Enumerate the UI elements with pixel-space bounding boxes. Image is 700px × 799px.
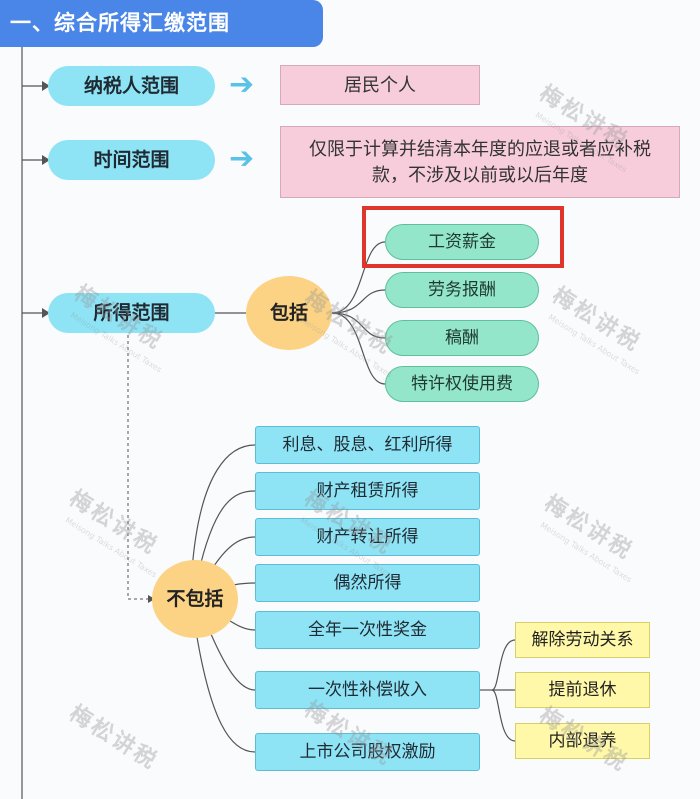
arrow-right-icon: ➔	[229, 67, 255, 102]
watermark: 梅松讲税	[64, 701, 163, 776]
exclude-item-label: 财产租赁所得	[316, 481, 419, 501]
include-item: 稿酬	[385, 320, 539, 356]
compensation-sub-item: 解除劳动关系	[515, 622, 650, 658]
exclude-item-label: 全年一次性奖金	[308, 620, 427, 640]
compensation-sub-item: 提前退休	[515, 672, 650, 708]
exclude-item: 上市公司股权激励	[255, 733, 480, 771]
category-income-label: 所得范围	[93, 302, 170, 324]
sub-item-label: 内部退养	[548, 731, 617, 751]
exclude-item-label: 一次性补偿收入	[308, 680, 427, 700]
sub-item-label: 提前退休	[548, 680, 617, 700]
category-time-label: 时间范围	[93, 149, 170, 171]
exclude-item-label: 财产转让所得	[316, 527, 419, 547]
exclude-item: 财产转让所得	[255, 518, 480, 556]
time-value-box: 仅限于计算并结清本年度的应退或者应补税款，不涉及以前或以后年度	[280, 126, 680, 198]
exclude-item: 一次性补偿收入	[255, 671, 480, 709]
include-item-label: 特许权使用费	[411, 374, 513, 394]
exclude-item: 偶然所得	[255, 564, 480, 602]
include-item: 特许权使用费	[385, 366, 539, 402]
highlight-box	[362, 206, 564, 268]
exclude-item-label: 偶然所得	[333, 573, 402, 593]
arrow-right-icon: ➔	[229, 141, 255, 176]
compensation-sub-item: 内部退养	[515, 723, 650, 759]
exclude-node: 不包括	[152, 560, 238, 638]
section-title: 一、综合所得汇缴范围	[0, 0, 323, 47]
exclude-item: 全年一次性奖金	[255, 611, 480, 649]
include-item-label: 劳务报酬	[428, 280, 496, 300]
exclude-item: 财产租赁所得	[255, 472, 480, 510]
time-value: 仅限于计算并结清本年度的应退或者应补税款，不涉及以前或以后年度	[309, 139, 651, 186]
taxpayer-value-box: 居民个人	[280, 65, 480, 105]
category-time-scope: 时间范围	[48, 140, 215, 180]
exclude-item-label: 利息、股息、红利所得	[282, 435, 453, 455]
exclude-item: 利息、股息、红利所得	[255, 426, 480, 464]
taxpayer-value: 居民个人	[344, 75, 416, 96]
exclude-item-label: 上市公司股权激励	[299, 742, 436, 762]
exclude-label: 不包括	[166, 588, 224, 610]
include-item-label: 工资薪金	[428, 232, 496, 252]
include-label: 包括	[269, 302, 308, 324]
category-income-scope: 所得范围	[48, 293, 215, 333]
sub-item-label: 解除劳动关系	[531, 630, 634, 650]
category-taxpayer-label: 纳税人范围	[83, 75, 179, 97]
include-item: 工资薪金	[385, 224, 539, 260]
include-item-label: 稿酬	[445, 328, 479, 348]
category-taxpayer-scope: 纳税人范围	[48, 66, 215, 106]
include-node: 包括	[246, 276, 332, 350]
include-item: 劳务报酬	[385, 272, 539, 308]
